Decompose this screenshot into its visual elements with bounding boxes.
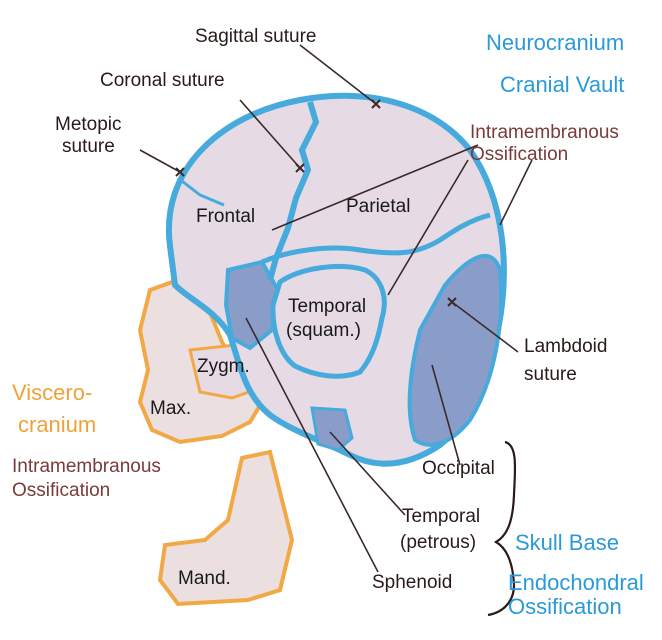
cranial-vault-label: Cranial Vault [500, 72, 624, 97]
visc-ossification-label-1: Intramembranous [12, 456, 161, 477]
zygomatic-label: Zygm. [197, 356, 250, 377]
metopic-suture-label-2: suture [62, 136, 115, 157]
viscerocranium-label-2: cranium [18, 412, 96, 437]
base-ossification-label-2: Ossification [508, 594, 622, 619]
visc-ossification-label-2: Ossification [12, 480, 110, 501]
lambdoid-suture-label-1: Lambdoid [524, 336, 607, 357]
skull-base-label: Skull Base [515, 530, 619, 555]
mandible-label: Mand. [178, 568, 231, 589]
parietal-label: Parietal [346, 196, 410, 217]
vault-ossification-label-2: Ossification [470, 144, 568, 165]
temporal-petrous-label-1: Temporal [402, 506, 480, 527]
sagittal-suture-label: Sagittal suture [195, 26, 316, 47]
sphenoid-label: Sphenoid [372, 572, 452, 593]
temporal-squam-label-1: Temporal [288, 296, 366, 317]
temporal-petrous-label-2: (petrous) [400, 532, 476, 553]
occipital-label: Occipital [422, 458, 495, 479]
temporal-squam-label-2: (squam.) [286, 320, 361, 341]
maxilla-label: Max. [150, 398, 191, 419]
coronal-suture-label: Coronal suture [100, 70, 225, 91]
petrous-region [312, 408, 352, 450]
base-ossification-label-1: Endochondral [508, 570, 644, 595]
viscerocranium-label-1: Viscero- [12, 380, 92, 405]
metopic-suture-label-1: Metopic [55, 114, 122, 135]
frontal-label: Frontal [196, 206, 255, 227]
lambdoid-suture-label-2: suture [524, 364, 577, 385]
vault-ossification-label-1: Intramembranous [470, 122, 619, 143]
neurocranium-label: Neurocranium [486, 30, 624, 55]
